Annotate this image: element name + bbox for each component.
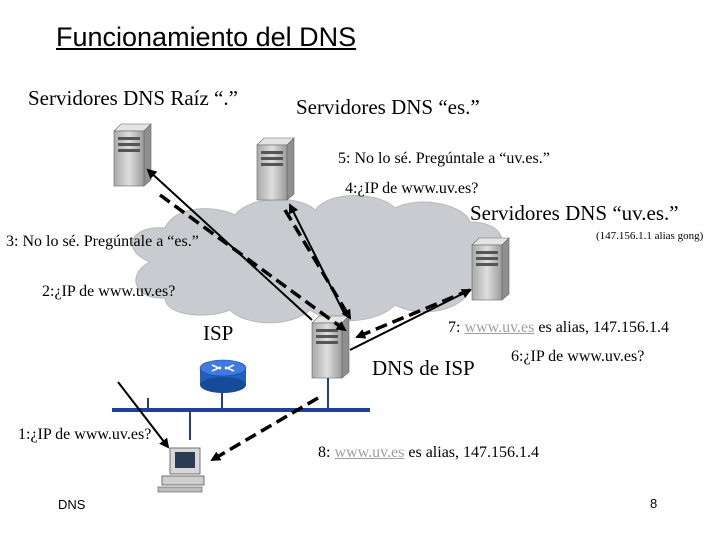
arrow-step-8 [210, 396, 319, 462]
arrow-step-3 [158, 193, 347, 332]
arrow-step-7 [355, 288, 471, 339]
internet-cloud-icon [131, 195, 508, 324]
step-8-link[interactable]: www.uv.es [334, 444, 405, 461]
step-5-label: 5: No lo sé. Pregúntale a “uv.es.” [338, 150, 550, 167]
arrow-step-5 [283, 209, 352, 320]
root-servers-label: Servidores DNS Raíz “.” [28, 86, 238, 110]
server-icon-uv [471, 237, 510, 301]
isp-label: ISP [203, 321, 234, 345]
footer-label: DNS [58, 497, 86, 512]
step-7-link[interactable]: www.uv.es [464, 319, 535, 336]
dns-isp-label: DNS de ISP [372, 356, 475, 380]
page-title: Funcionamiento del DNS [56, 22, 357, 52]
router-icon [199, 359, 247, 393]
step-8-prefix: 8: [318, 444, 331, 461]
step-8-suffix: es alias, 147.156.1.4 [408, 444, 540, 461]
server-icon-isp [311, 315, 350, 379]
step-7-label: 7: www.uv.es es alias, 147.156.1.4 [448, 320, 669, 336]
step-3-label: 3: No lo sé. Pregúntale a “es.” [6, 233, 199, 250]
step-7-prefix: 7: [448, 319, 461, 336]
step-8-label: 8: www.uv.es es alias, 147.156.1.4 [318, 445, 539, 461]
server-icon-root [113, 123, 152, 187]
step-7-suffix: es alias, 147.156.1.4 [538, 319, 670, 336]
uv-servers-label: Servidores DNS “uv.es.” [470, 201, 679, 225]
server-icon-es [256, 137, 295, 201]
workstation-icon [157, 447, 205, 493]
page-number: 8 [650, 496, 658, 511]
step-2-label: 2:¿IP de www.uv.es? [42, 283, 176, 300]
es-servers-label: Servidores DNS “es.” [296, 95, 480, 119]
step-4-label: 4:¿IP de www.uv.es? [345, 180, 479, 197]
uv-servers-note: (147.156.1.1 alias gong) [596, 230, 704, 242]
step-6-label: 6:¿IP de www.uv.es? [511, 348, 645, 365]
step-1-label: 1:¿IP de www.uv.es? [18, 426, 152, 443]
arrow-step-2 [146, 168, 313, 321]
lan-segment [112, 378, 370, 440]
arrow-step-1 [117, 381, 170, 449]
